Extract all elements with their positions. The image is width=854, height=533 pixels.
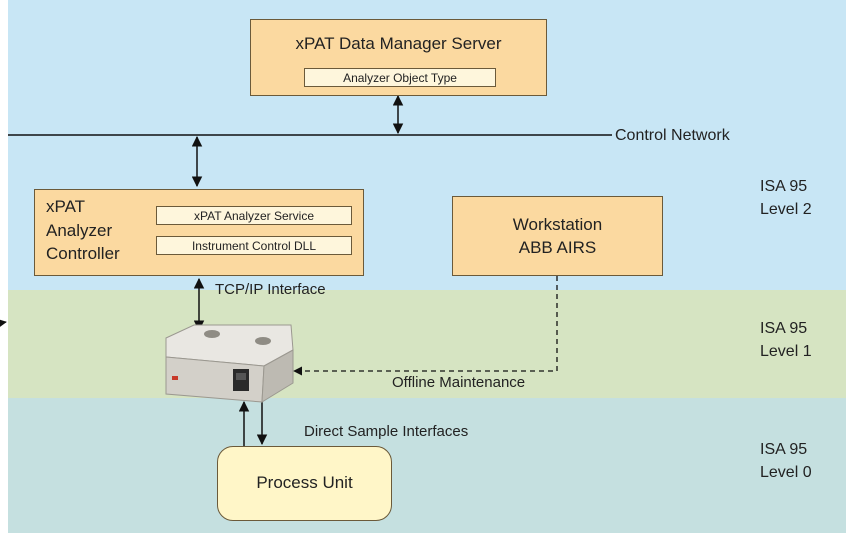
level0-label-line2: Level 0: [760, 464, 812, 481]
workstation-box: Workstation ABB AIRS: [452, 196, 663, 276]
workstation-line1: Workstation: [512, 215, 603, 234]
offline-maintenance-line: [293, 276, 558, 376]
controller-title-line3: Controller: [46, 244, 120, 263]
direct-sample-interfaces-label: Direct Sample Interfaces: [304, 423, 469, 440]
level1-label-line1: ISA 95: [760, 320, 808, 337]
controller-title-line2: Analyzer: [46, 221, 113, 240]
server-title: xPAT Data Manager Server: [295, 34, 502, 53]
process-unit-label: Process Unit: [256, 473, 353, 492]
control-network-label: Control Network: [615, 127, 730, 144]
level1-label-line2: Level 1: [760, 343, 812, 360]
level2-label-line2: Level 2: [760, 201, 812, 218]
analyzer-controller-box: xPAT Analyzer Controller xPAT Analyzer S…: [34, 189, 364, 276]
left-edge-arrow: [0, 318, 7, 328]
process-unit-box: Process Unit: [217, 446, 392, 521]
analyzer-object-type-box: Analyzer Object Type: [304, 68, 496, 87]
offline-maintenance-label: Offline Maintenance: [392, 374, 526, 391]
data-manager-server-box: xPAT Data Manager Server Analyzer Object…: [250, 19, 547, 96]
isa95-level1-band: [8, 290, 846, 398]
workstation-line2: ABB AIRS: [518, 238, 597, 257]
level2-label-line1: ISA 95: [760, 178, 808, 195]
isa95-level0-band: [8, 398, 846, 533]
level0-label-line1: ISA 95: [760, 441, 808, 458]
analyzer-service-box: xPAT Analyzer Service: [156, 206, 352, 225]
controller-title-line1: xPAT: [46, 197, 86, 216]
tcpip-interface-label: TCP/IP Interface: [215, 281, 326, 298]
instrument-control-dll-box: Instrument Control DLL: [156, 236, 352, 255]
